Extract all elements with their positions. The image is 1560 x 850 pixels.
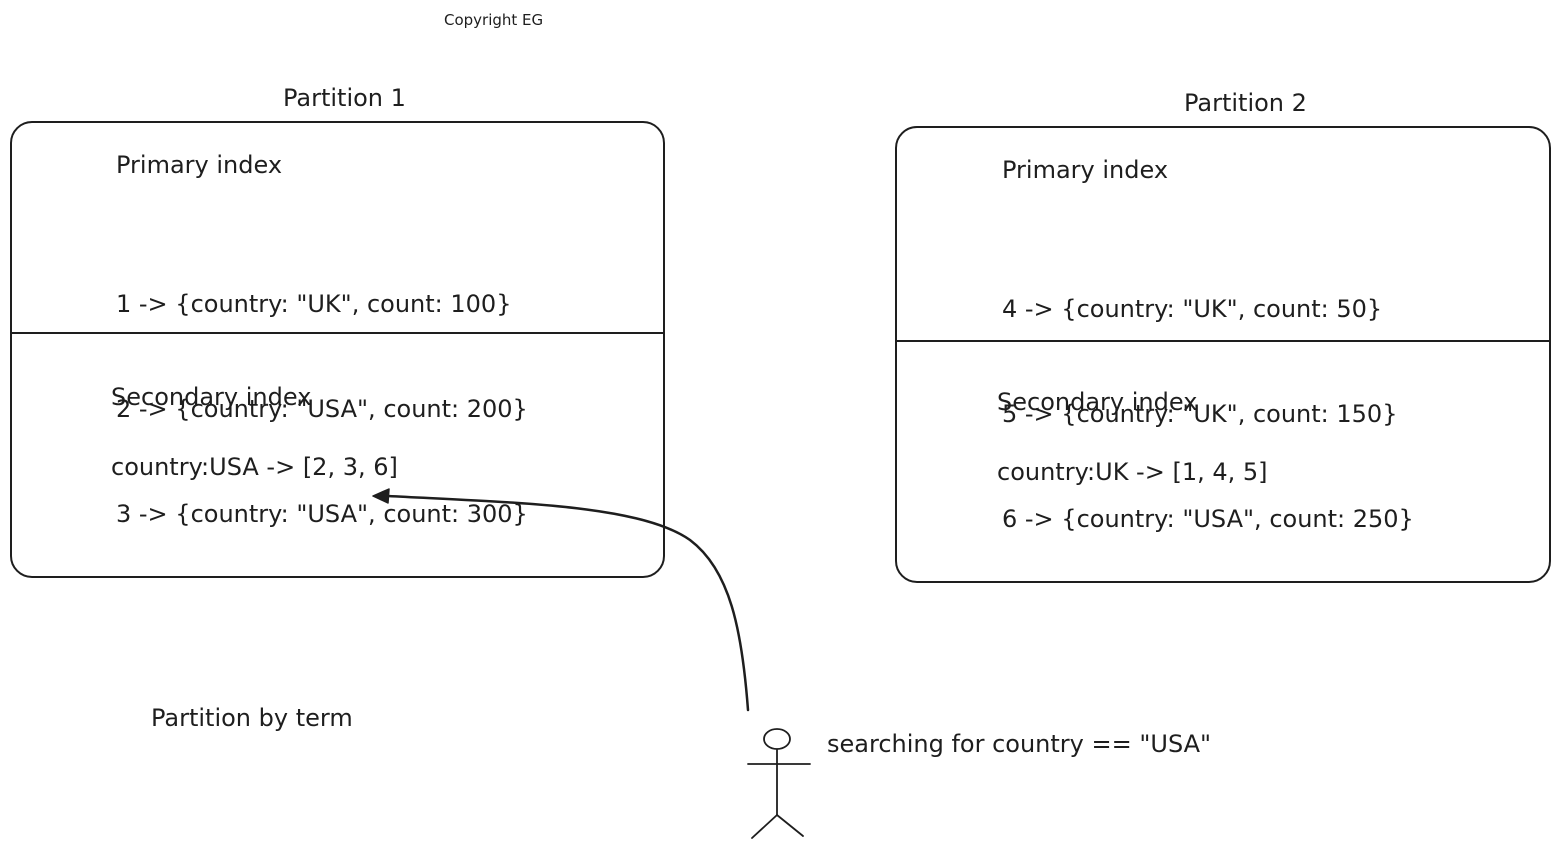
partition-2-primary-entry: 5 -> {country: "UK", count: 150} — [1002, 400, 1398, 428]
user-stick-figure-icon — [747, 728, 811, 839]
query-label: searching for country == "USA" — [827, 730, 1212, 758]
partition-1-title: Partition 1 — [283, 84, 406, 112]
partition-by-term-caption: Partition by term — [151, 704, 353, 732]
copyright-text: Copyright EG — [444, 11, 544, 29]
arrow-head — [372, 488, 390, 504]
partition-1-primary-entry: 1 -> {country: "UK", count: 100} — [116, 290, 512, 318]
partition-1-primary-entry: 3 -> {country: "USA", count: 300} — [116, 500, 528, 528]
partition-2-box: Primary index 4 -> {country: "UK", count… — [895, 126, 1551, 583]
partition-1-secondary-index-title: Secondary index — [111, 383, 312, 411]
partition-1-primary-entries: 1 -> {country: "UK", count: 100} 2 -> {c… — [116, 217, 528, 602]
partition-2-secondary-entry: country:UK -> [1, 4, 5] — [997, 458, 1268, 486]
partition-1-primary-entry: 2 -> {country: "USA", count: 200} — [116, 395, 528, 423]
partition-2-primary-index-title: Primary index — [1002, 156, 1169, 184]
partition-2-primary-entries: 4 -> {country: "UK", count: 50} 5 -> {co… — [1002, 222, 1414, 607]
partition-1-primary-index-title: Primary index — [116, 151, 283, 179]
partition-1-divider — [12, 332, 663, 334]
partition-1-box: Primary index 1 -> {country: "UK", count… — [10, 121, 665, 578]
query-arrow — [372, 488, 750, 712]
partition-2-primary-entry: 4 -> {country: "UK", count: 50} — [1002, 295, 1383, 323]
partition-2-primary-entry: 6 -> {country: "USA", count: 250} — [1002, 505, 1414, 533]
partition-2-secondary-index-title: Secondary index — [997, 388, 1198, 416]
partition-2-divider — [897, 340, 1549, 342]
partition-2-title: Partition 2 — [1184, 89, 1307, 117]
partition-1-secondary-entry: country:USA -> [2, 3, 6] — [111, 453, 398, 481]
